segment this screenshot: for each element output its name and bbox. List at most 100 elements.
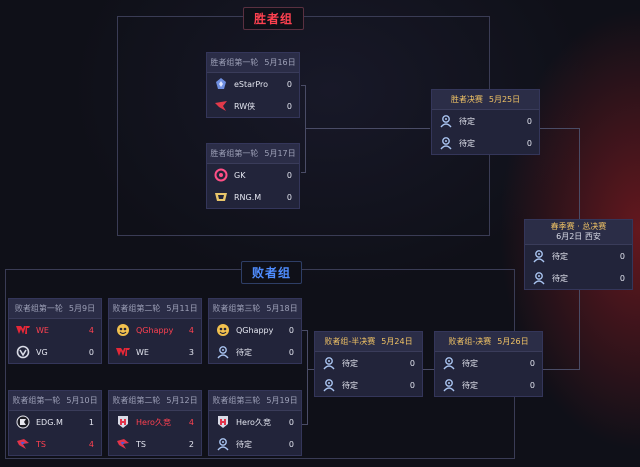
team-name: 待定 [342,358,358,368]
match-date: 5月26日 [497,337,529,346]
team-score: 2 [188,439,194,449]
match-round: 败者组第二轮 [112,396,161,405]
team-score: 0 [286,170,292,180]
team-score: 1 [88,417,94,427]
team-score: 0 [529,358,535,368]
connector [307,330,308,425]
team-score: 0 [619,273,625,283]
gk-logo-icon [214,168,228,182]
tbd-icon [216,437,230,451]
match-date: 5月16日 [264,58,296,67]
team-name: VG [36,347,48,357]
connector [302,330,308,331]
rng-logo-icon [214,190,228,204]
match-header: 败者组第三轮 5月19日 [209,391,301,411]
match-round: 败者组第三轮 [212,396,261,405]
hero-logo-icon [116,415,130,429]
team-row[interactable]: 待定 0 [432,132,539,154]
match-round: 败者组-半决赛 [324,337,376,346]
match-round: 败者组-决赛 [448,337,492,346]
grand-final-subtitle: 6月2日 西安 [556,232,601,241]
match-header: 胜者组第一轮 5月16日 [207,53,299,73]
match-round: 胜者组第一轮 [210,58,259,67]
match-round: 败者组第一轮 [14,304,63,313]
team-row[interactable]: 待定 0 [209,433,301,455]
team-row[interactable]: RW侠 0 [207,95,299,117]
team-name: 待定 [236,439,252,449]
team-row[interactable]: QGhappy 0 [209,319,301,341]
winners-bracket-title: 胜者组 [243,7,305,30]
tbd-icon [322,356,336,370]
match-round: 胜者组第一轮 [210,149,259,158]
team-score: 0 [288,325,294,335]
connector [301,85,306,86]
match-date: 5月12日 [166,396,198,405]
tbd-icon [322,378,336,392]
connector [307,369,314,370]
match-header: 胜者决赛 5月25日 [432,90,539,110]
team-name: Hero久竞 [136,417,171,427]
team-name: 待定 [342,380,358,390]
match-date: 5月25日 [488,95,521,104]
connector [540,128,580,129]
tbd-icon [442,378,456,392]
match-round: 胜者决赛 [450,95,483,104]
team-score: 0 [288,439,294,449]
connector [305,128,430,129]
match-round: 败者组第三轮 [212,304,261,313]
match-header: 败者组-决赛 5月26日 [435,332,542,352]
tbd-icon [532,271,546,285]
team-score: 0 [619,251,625,261]
team-name: RNG.M [234,192,262,202]
team-score: 0 [526,138,532,148]
team-score: 0 [286,101,292,111]
we-logo-icon [116,345,130,359]
team-name: RW侠 [234,101,256,111]
team-name: eStarPro [234,79,269,89]
connector [542,369,580,370]
team-name: 待定 [459,138,475,148]
tbd-icon [216,345,230,359]
team-score: 0 [529,380,535,390]
match-date: 5月19日 [266,396,298,405]
losers-bracket-title: 败者组 [241,261,303,284]
ts-logo-icon [116,437,130,451]
tbd-icon [439,136,453,150]
team-name: QGhappy [236,325,274,335]
team-score: 4 [88,325,94,335]
